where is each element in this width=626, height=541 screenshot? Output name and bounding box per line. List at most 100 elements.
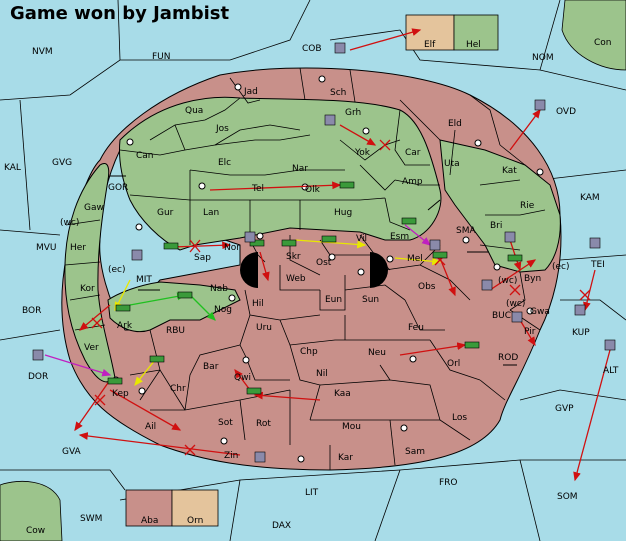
label-ver: Ver [84,343,99,353]
label-cob: COB [302,44,322,54]
label-uta: Uta [444,159,460,169]
label-wc-3: (wc) [506,299,525,309]
label-ovd: OVD [556,107,576,117]
label-ec-2: (ec) [552,262,570,272]
label-rot: Rot [256,419,271,429]
label-vil: Vil [356,234,367,244]
province-orn[interactable] [171,489,219,527]
label-mvu: MVU [36,243,57,253]
label-ail: Ail [145,422,156,432]
label-gor: GOR [108,183,128,193]
label-bor: BOR [22,306,41,316]
label-rie: Rie [520,201,535,211]
label-qwi: Qwi [234,373,251,383]
tan-labels: Elf Orn [187,40,436,526]
page-title: Game won by Jambist [10,3,230,24]
label-eun: Eun [325,295,342,305]
label-kal: KAL [4,163,21,173]
label-gur: Gur [157,208,174,218]
label-sun: Sun [362,295,379,305]
label-mit: MIT [136,275,152,285]
label-sot: Sot [218,418,233,428]
label-elf: Elf [424,40,436,50]
canal-west-marker [240,252,258,288]
label-ark: Ark [117,321,133,331]
sea-labels: NVM FUN COB NOM Con OVD KAL GVG GOR (wc)… [4,38,619,536]
label-mel: Mel [407,254,423,264]
label-obs: Obs [418,282,436,292]
label-nil: Nil [316,369,328,379]
label-mou: Mou [342,422,361,432]
label-hel: Hel [466,40,481,50]
green-labels: Qua Jos Can Elc Nar Grh Yok Car Amp Tel … [70,40,541,353]
label-orn: Orn [187,516,203,526]
label-chr: Chr [170,384,186,394]
label-nar: Nar [292,164,308,174]
red-labels: Jad Sch Eld Kat Vil Mel Ost Web Eun Sun … [112,87,550,526]
label-bar: Bar [203,362,219,372]
label-aba: Aba [141,516,158,526]
label-can: Can [136,151,154,161]
label-alt: ALT [603,366,619,376]
label-dor: DOR [28,372,48,382]
label-skr: Skr [286,252,301,262]
label-swm: SWM [80,514,102,524]
label-nvm: NVM [32,47,53,57]
label-olk: Olk [305,185,321,195]
label-kat: Kat [502,166,517,176]
label-qua: Qua [185,106,203,116]
label-esm: Esm [390,232,409,242]
label-kaa: Kaa [334,389,351,399]
label-neu: Neu [368,348,386,358]
label-gaw: Gaw [84,203,104,213]
label-kep: Kep [112,389,129,399]
label-sch: Sch [330,88,346,98]
label-orl: Orl [447,359,460,369]
label-uru: Uru [256,323,272,333]
label-kar: Kar [338,453,353,463]
label-nog: Nog [214,305,232,315]
label-cow: Cow [26,526,45,536]
label-gvp: GVP [555,404,574,414]
label-chp: Chp [300,347,318,357]
label-car: Car [405,148,421,158]
label-buc: BUC [492,311,511,321]
province-hel[interactable] [453,14,499,51]
label-grh: Grh [345,108,361,118]
label-elc: Elc [218,158,231,168]
ring-land-green-east [439,139,561,273]
failed-order-marks [91,139,591,456]
label-her: Her [70,243,86,253]
label-ec-1: (ec) [108,265,126,275]
label-pir: Pir [524,327,536,337]
link-arrows [110,175,517,366]
supply-centers [112,75,544,463]
province-aba[interactable] [125,489,173,527]
canal-east-marker [370,252,388,288]
label-sma: SMA [456,226,476,236]
label-wc-1: (wc) [60,218,79,228]
fleet-units [32,42,616,463]
label-wc-2: (wc) [498,276,517,286]
label-kup: KUP [572,328,590,338]
label-byn: Byn [524,274,541,284]
label-amp: Amp [402,177,423,187]
label-gva: GVA [62,447,82,457]
label-tel: Tel [251,184,264,194]
label-fun: FUN [152,52,171,62]
label-lan: Lan [203,208,219,218]
label-hug: Hug [334,208,352,218]
label-rod: ROD [498,353,518,363]
label-yok: Yok [354,148,371,158]
province-cow[interactable] [0,480,63,541]
label-fro: FRO [439,478,458,488]
label-zin: Zin [224,451,238,461]
label-sam: Sam [405,447,425,457]
label-som: SOM [557,492,578,502]
label-jos: Jos [215,124,229,134]
label-ost: Ost [316,258,332,268]
label-bri: Bri [490,221,502,231]
label-tei: TEI [590,260,605,270]
